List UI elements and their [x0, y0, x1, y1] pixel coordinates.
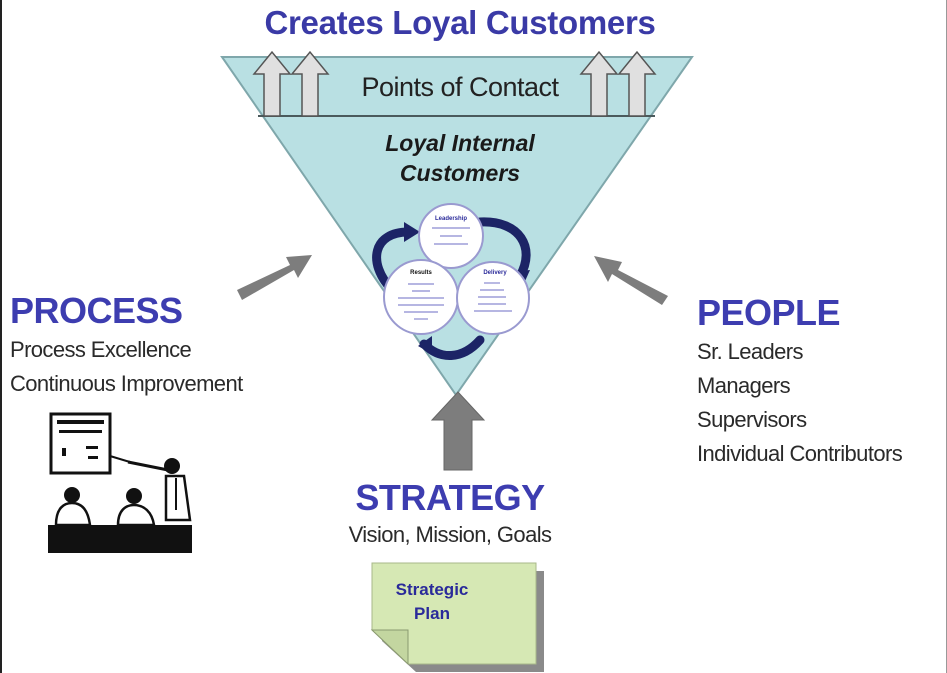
people-line: Supervisors — [697, 407, 807, 432]
people-arrow-icon — [594, 256, 668, 305]
process-heading: PROCESS — [10, 290, 183, 331]
strategic-plan-label: Strategic Plan — [372, 578, 492, 626]
up-arrow-icon — [579, 50, 619, 117]
meeting-presentation-icon — [48, 412, 192, 553]
diagram-title: Creates Loyal Customers — [264, 4, 656, 41]
loyal-internal-customers-label: Loyal Internal Customers — [330, 128, 590, 188]
up-arrow-icon — [252, 50, 292, 117]
process-line: Process Excellence — [10, 337, 192, 362]
people-line: Individual Contributors — [697, 441, 903, 466]
cycle-arrowhead-icon — [418, 336, 432, 354]
strategy-heading: STRATEGY — [355, 477, 545, 518]
left-border — [0, 0, 2, 673]
process-line: Continuous Improvement — [10, 371, 243, 396]
circle-header-leadership: Leadership — [435, 216, 467, 222]
strategic-plan-line1: Strategic — [395, 580, 469, 599]
people-line: Managers — [697, 373, 791, 398]
points-of-contact-label: Points of Contact — [361, 72, 559, 102]
circle-header-results: Results — [410, 270, 432, 276]
people-line: Sr. Leaders — [697, 339, 804, 364]
strategic-plan-note-icon — [370, 562, 544, 672]
loyal-internal-line1: Loyal Internal — [385, 130, 535, 156]
process-arrow-icon — [237, 255, 312, 300]
circle-detail-lines — [398, 227, 512, 320]
cycle-circle-delivery — [456, 261, 530, 335]
people-heading: PEOPLE — [697, 292, 841, 333]
strategic-plan-line2: Plan — [414, 604, 450, 623]
up-arrow-icon — [290, 50, 330, 117]
strategy-arrow-icon — [430, 391, 486, 471]
strategy-subtitle: Vision, Mission, Goals — [348, 522, 552, 547]
loyal-internal-line2: Customers — [399, 160, 521, 186]
cycle-arrowhead-icon — [404, 222, 420, 242]
up-arrow-icon — [617, 50, 657, 117]
circle-header-delivery: Delivery — [483, 270, 507, 276]
